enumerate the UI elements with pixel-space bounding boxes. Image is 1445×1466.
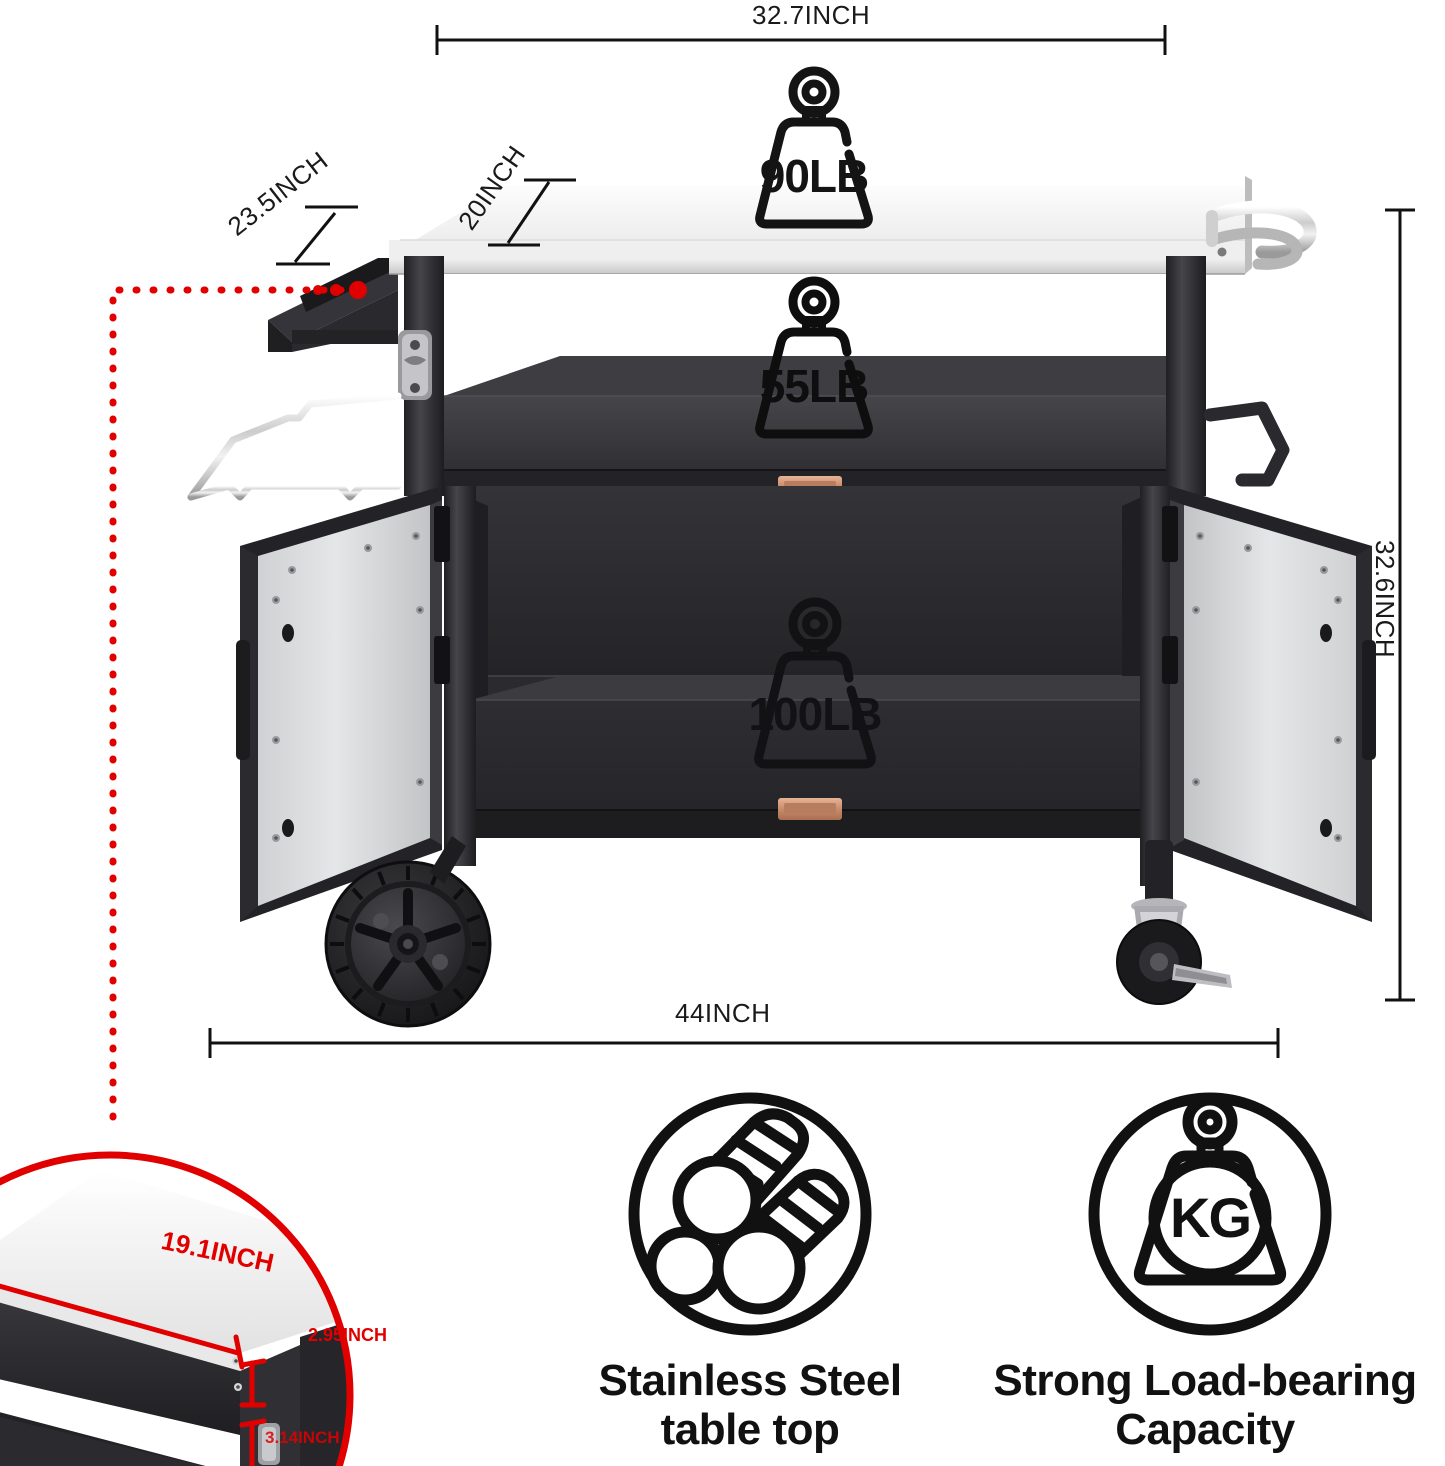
weight-badge-90lb-icon: 90LB xyxy=(755,66,873,229)
feature-1-line-1: Stainless Steel xyxy=(598,1356,902,1405)
weight-badge-100lb-icon: 100LB xyxy=(748,597,883,769)
rear-wheel xyxy=(324,836,492,1028)
side-shelf xyxy=(268,258,398,352)
dimline-overall-width xyxy=(208,1028,1280,1058)
feature-2-line-1: Strong Load-bearing xyxy=(993,1356,1417,1405)
dimension-lines xyxy=(208,25,1415,1058)
weight-badge-90lb-label: 90LB xyxy=(760,150,868,202)
dimension-label-top-width: 32.7INCH xyxy=(752,0,871,30)
weight-kg-icon: KG xyxy=(1088,1092,1332,1336)
feature-2-line-2: Capacity xyxy=(1115,1405,1295,1455)
middle-shelf xyxy=(444,356,1166,496)
door-hinge-left-bottom xyxy=(434,636,450,684)
feature-1-caption: Stainless Steel table top xyxy=(520,1356,980,1455)
shelf-handle-copper-bottom xyxy=(778,798,842,820)
door-hinge-left-top xyxy=(434,506,450,562)
dimline-overall-height xyxy=(1385,208,1415,1002)
door-hinge-right-top xyxy=(1162,506,1178,562)
cabinet-door-left xyxy=(236,486,450,922)
bottle-opener xyxy=(398,330,432,400)
door-hinge-right-bottom xyxy=(1162,636,1178,684)
inset-label-shelf-height: 3.14INCH xyxy=(265,1428,340,1447)
dimline-top-depth xyxy=(488,178,576,247)
detail-inset-illustration xyxy=(0,1151,354,1466)
weight-badge-55lb-icon: 55LB xyxy=(755,276,873,439)
detail-callout-leader xyxy=(109,281,367,1124)
towel-bar-right xyxy=(1203,401,1290,487)
inset-label-shelf-depth: 2.95INCH xyxy=(308,1325,388,1345)
weight-kg-icon-label: KG xyxy=(1170,1186,1250,1249)
stainless-top xyxy=(389,176,1252,275)
push-handle xyxy=(1205,200,1317,270)
bottom-shelf xyxy=(456,676,1166,838)
feature-1-line-2: table top xyxy=(660,1405,840,1455)
feature-2-caption: Strong Load-bearing Capacity xyxy=(975,1356,1435,1455)
weight-badge-100lb-label: 100LB xyxy=(748,688,881,740)
cabinet-door-right xyxy=(1162,486,1376,922)
dimension-label-overall-width: 44INCH xyxy=(675,998,771,1028)
dimline-depth-left xyxy=(276,205,358,266)
dimension-label-overall-height: 32.6INCH xyxy=(1370,540,1400,659)
steel-tubes-icon xyxy=(628,1092,872,1336)
wire-hook-rack xyxy=(187,392,402,501)
dimline-top-width xyxy=(435,25,1167,55)
frame-leg-right-upper xyxy=(1166,256,1206,496)
caster-wheel xyxy=(1116,840,1232,1005)
weight-badge-55lb-label: 55LB xyxy=(760,360,868,412)
